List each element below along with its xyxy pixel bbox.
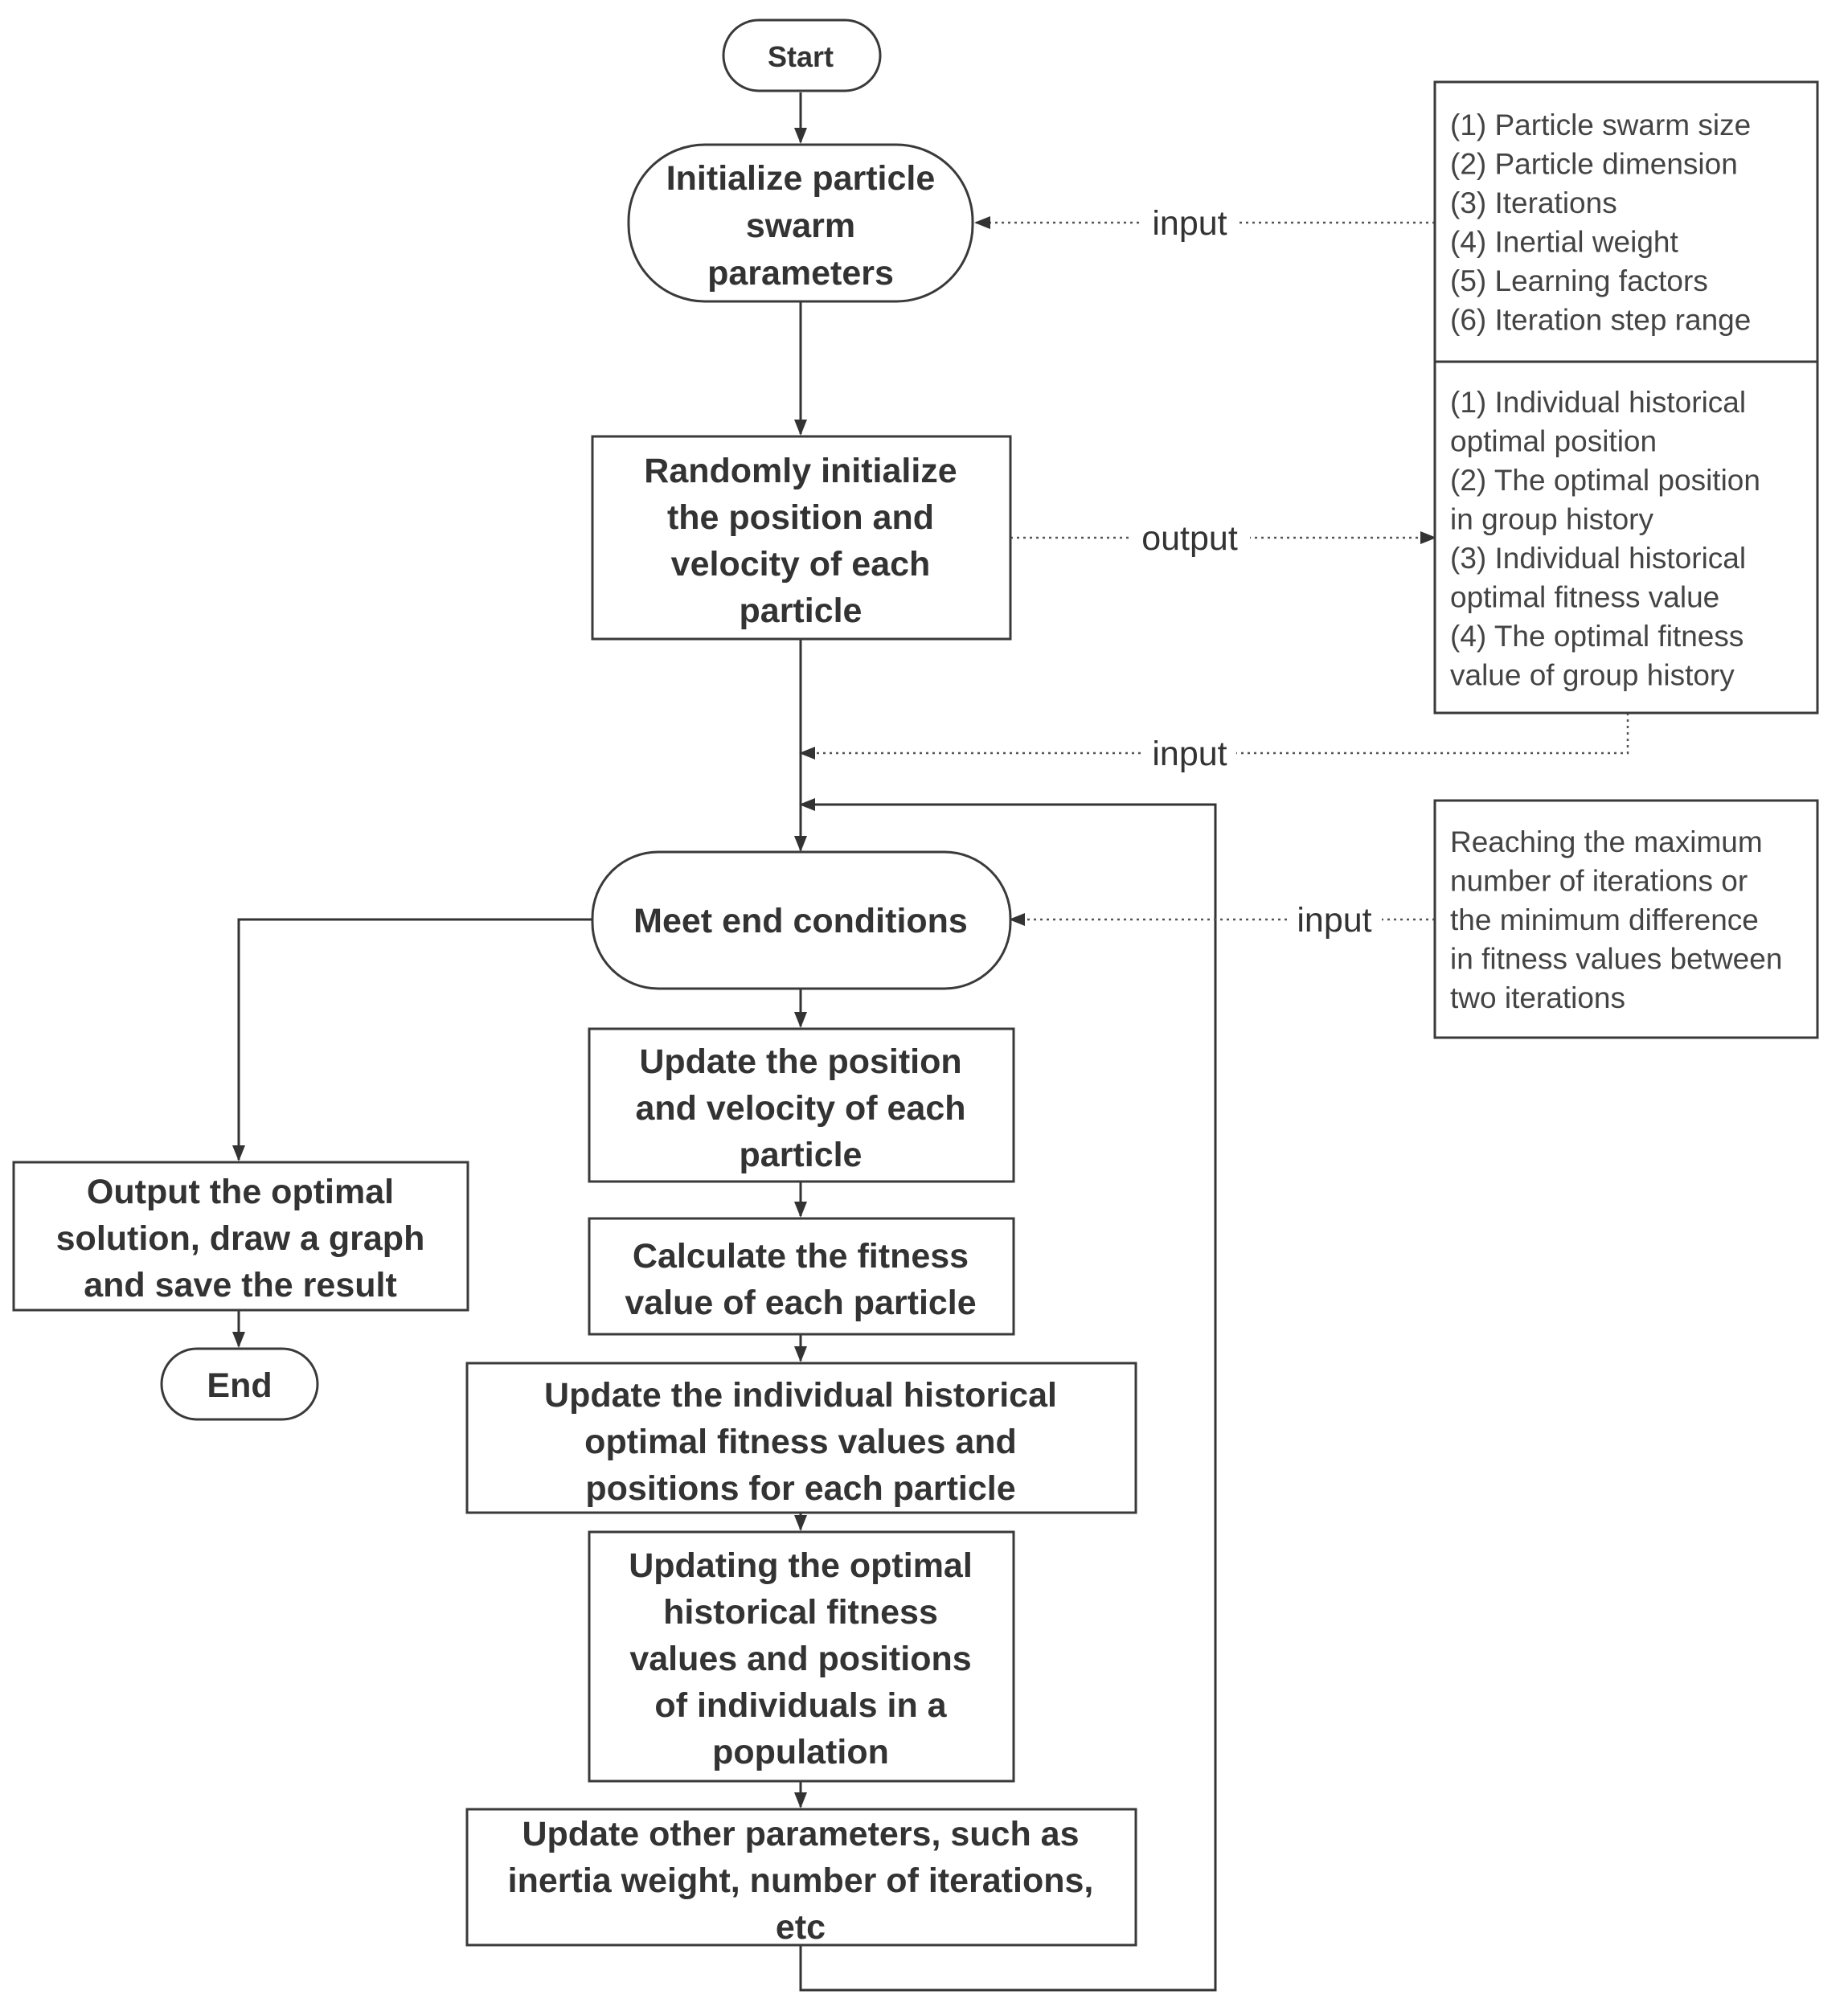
update-pos-vel-label: Update the position and velocity of each p… (635, 1042, 965, 1174)
svg-text:input: input (1152, 735, 1227, 773)
parameters-list: (1) Particle swarm size (2) Particle dime… (1450, 109, 1751, 337)
update-pos-vel-node: Update the position and velocity of each p… (588, 1027, 1015, 1183)
end-condition-label-line: Meet end conditions (633, 902, 968, 940)
parameters-list-line: (6) Iteration step range (1450, 304, 1751, 337)
update-other-label-line: Update other parameters, such as (522, 1815, 1079, 1853)
update-group-label-line: of individuals in a (654, 1686, 947, 1725)
history-list-line: (2) The optimal position (1450, 464, 1760, 497)
end-criteria-text-line: the minimum difference (1450, 903, 1759, 936)
edge-label-history-output: output (1129, 516, 1250, 559)
random-init-label-line: the position and (667, 498, 934, 537)
parameters-list-line: (4) Inertial weight (1450, 226, 1679, 259)
random-init-label: Randomly initialize the position and veloc… (644, 452, 957, 630)
update-other-node: Update other parameters, such as inertia … (465, 1808, 1137, 1947)
history-box: (1) Individual historical optimal positio… (1433, 360, 1819, 715)
end-label-line: End (207, 1366, 272, 1405)
output-result-label-line: and save the result (84, 1266, 397, 1304)
svg-text:output: output (1141, 519, 1238, 558)
end-label: End (207, 1366, 272, 1405)
update-group-label-line: population (712, 1733, 889, 1771)
edge-label-criteria-input: input (1287, 898, 1382, 941)
update-pos-vel-label-line: and velocity of each (635, 1089, 965, 1128)
start-terminal: Start (722, 18, 882, 92)
calc-fitness-label: Calculate the fitness value of each parti… (625, 1237, 976, 1322)
history-list: (1) Individual historical optimal positio… (1450, 386, 1760, 692)
init-params-label-line: swarm (746, 207, 855, 245)
calc-fitness-node: Calculate the fitness value of each parti… (588, 1217, 1015, 1336)
svg-text:input: input (1297, 901, 1371, 940)
output-result-label-line: solution, draw a graph (56, 1219, 425, 1258)
output-result-node: Output the optimal solution, draw a graph… (12, 1161, 469, 1312)
update-group-label: Updating the optimal historical fitness va… (629, 1546, 973, 1771)
end-condition-node: Meet end conditions (591, 850, 1012, 990)
svg-text:input: input (1152, 204, 1227, 243)
parameters-list-line: (3) Iterations (1450, 186, 1617, 219)
end-criteria-text: Reaching the maximum number of iterations… (1450, 825, 1782, 1014)
end-criteria-text-line: number of iterations or (1450, 865, 1748, 898)
start-label-line: Start (768, 40, 834, 73)
history-list-line: (3) Individual historical (1450, 542, 1746, 575)
calc-fitness-label-line: value of each particle (625, 1284, 976, 1322)
end-criteria-box: Reaching the maximum number of iterations… (1433, 799, 1819, 1039)
history-list-line: value of group history (1450, 659, 1735, 692)
update-group-node: Updating the optimal historical fitness va… (588, 1530, 1015, 1783)
update-group-label-line: values and positions (629, 1640, 971, 1678)
calc-fitness-label-line: Calculate the fitness (633, 1237, 969, 1276)
random-init-label-line: Randomly initialize (644, 452, 957, 490)
update-other-label-line: etc (776, 1908, 826, 1947)
parameters-list-line: (5) Learning factors (1450, 264, 1708, 297)
update-individual-label: Update the individual historical optimal … (544, 1376, 1057, 1508)
parameters-box: (1) Particle swarm size (2) Particle dime… (1433, 80, 1819, 363)
update-other-label: Update other parameters, such as inertia … (508, 1815, 1094, 1947)
end-condition-label: Meet end conditions (633, 902, 968, 940)
update-individual-label-line: positions for each particle (585, 1469, 1015, 1508)
dotted-history-to-flow (799, 713, 1629, 760)
update-group-label-line: Updating the optimal (629, 1546, 973, 1585)
output-result-label: Output the optimal solution, draw a graph… (56, 1173, 425, 1304)
connector-condition-to-output (232, 918, 592, 1161)
edge-label-history-input: input (1141, 731, 1236, 775)
random-init-label-line: velocity of each (671, 545, 931, 584)
update-pos-vel-label-line: particle (740, 1136, 863, 1174)
history-list-line: optimal fitness value (1450, 581, 1719, 614)
update-individual-label-line: Update the individual historical (544, 1376, 1057, 1415)
update-group-label-line: historical fitness (663, 1593, 938, 1632)
update-individual-node: Update the individual historical optimal … (465, 1362, 1137, 1514)
history-list-line: in group history (1450, 503, 1653, 536)
edge-label-params-input: input (1141, 201, 1236, 244)
history-list-line: (4) The optimal fitness (1450, 620, 1744, 653)
parameters-list-line: (2) Particle dimension (1450, 148, 1738, 181)
connector-loop-back (799, 798, 1217, 1992)
history-list-line: optimal position (1450, 425, 1657, 458)
history-list-line: (1) Individual historical (1450, 386, 1746, 419)
main-flow-connectors (232, 92, 1217, 1992)
init-params-label: Initialize particle swarm parameters (666, 159, 936, 293)
output-result-label-line: Output the optimal (87, 1173, 394, 1211)
start-label: Start (768, 40, 834, 73)
end-criteria-text-line: in fitness values between (1450, 943, 1782, 976)
random-init-node: Randomly initialize the position and veloc… (591, 435, 1012, 641)
init-params-label-line: Initialize particle (666, 159, 936, 198)
parameters-list-line: (1) Particle swarm size (1450, 109, 1751, 141)
end-criteria-text-line: two iterations (1450, 981, 1625, 1014)
update-other-label-line: inertia weight, number of iterations, (508, 1861, 1094, 1900)
random-init-label-line: particle (740, 592, 863, 630)
update-pos-vel-label-line: Update the position (639, 1042, 961, 1081)
init-params-label-line: parameters (707, 254, 894, 293)
end-terminal: End (160, 1347, 319, 1421)
init-params-node: Initialize particle swarm parameters (627, 143, 974, 303)
update-individual-label-line: optimal fitness values and (584, 1423, 1017, 1461)
end-criteria-text-line: Reaching the maximum (1450, 825, 1763, 858)
